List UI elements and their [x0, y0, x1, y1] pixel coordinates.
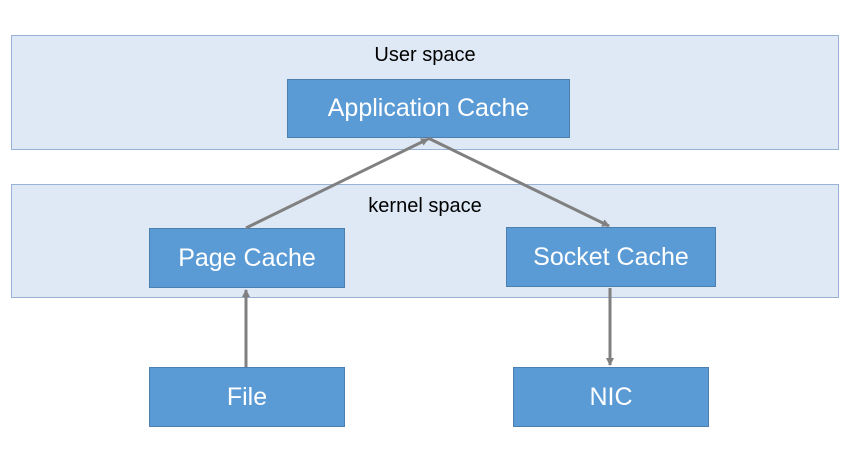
file-box: File [149, 367, 345, 427]
page-cache-box: Page Cache [149, 228, 345, 288]
nic-box: NIC [513, 367, 709, 427]
socket-cache-box: Socket Cache [506, 227, 716, 287]
application-cache-box: Application Cache [287, 79, 570, 138]
user-space-label: User space [374, 44, 476, 66]
kernel-space-label: kernel space [368, 195, 482, 217]
